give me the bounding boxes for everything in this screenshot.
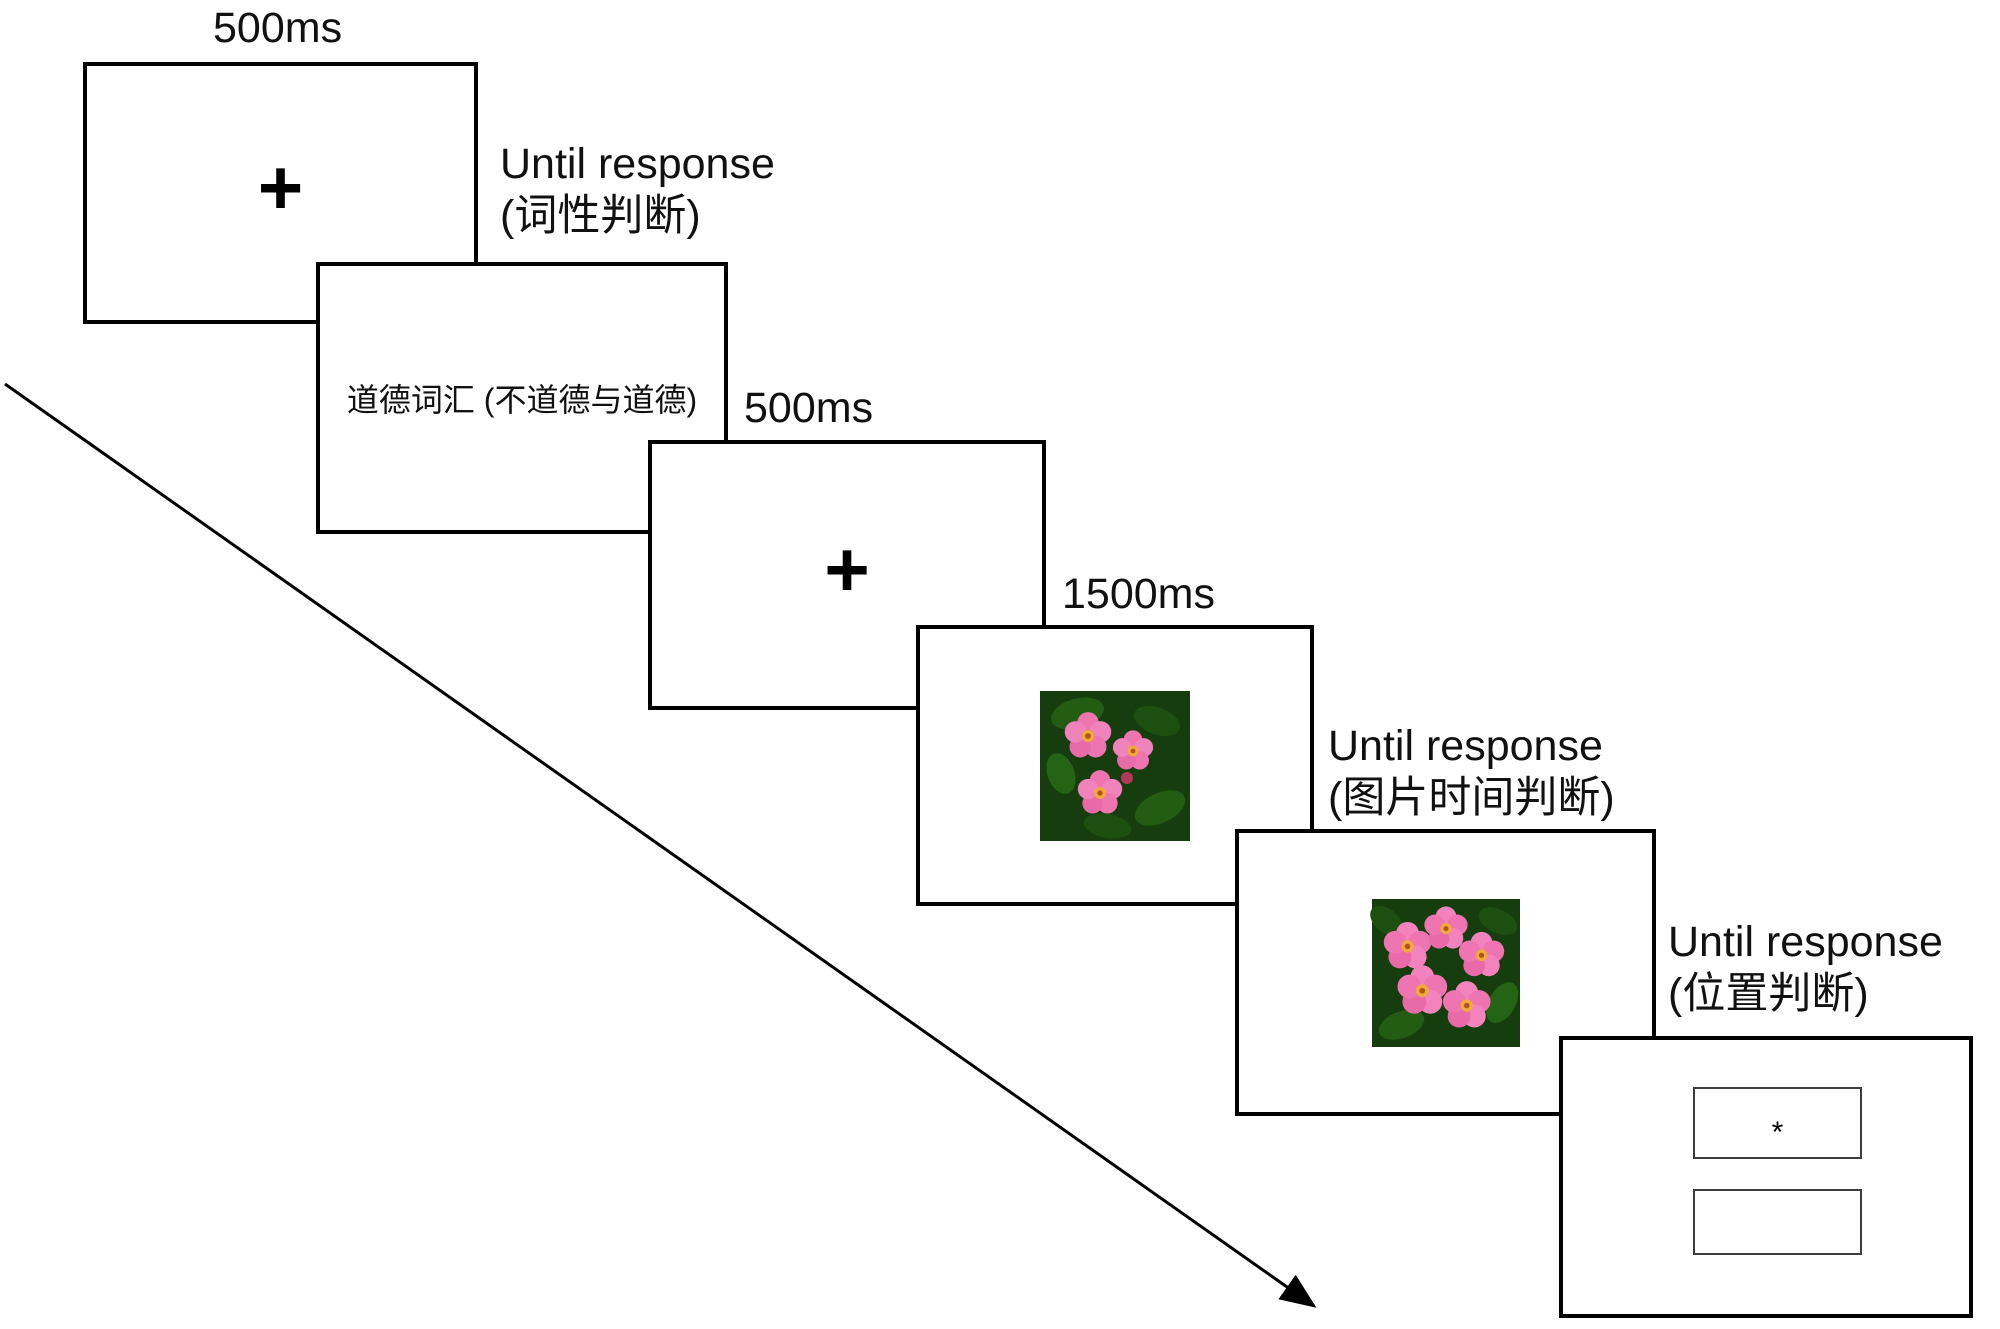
flower-photo-1 <box>1040 690 1190 841</box>
timing-label-line1: Until response <box>1668 918 1943 966</box>
timing-label-line2: (图片时间判断) <box>1328 774 1615 823</box>
timing-label-picture-2: Until response (图片时间判断) <box>1328 720 1615 825</box>
screen-location-judgment: * <box>1559 1036 1973 1318</box>
flower-photo-2 <box>1369 898 1520 1047</box>
timing-label-line1: Until response <box>1328 722 1603 770</box>
screen-fixation-2: + <box>648 440 1046 710</box>
response-box-bottom <box>1693 1189 1862 1255</box>
moral-word-stimulus: 道德词汇 (不道德与道德) <box>346 382 698 418</box>
timing-label-line2: (词性判断) <box>500 192 701 241</box>
timing-label-picture-1: 1500ms <box>1062 570 1215 618</box>
fixation-cross: + <box>824 525 870 613</box>
response-box-top: * <box>1693 1087 1862 1159</box>
timing-label-fixation-2: 500ms <box>744 384 874 432</box>
timing-label-fixation-1: 500ms <box>213 4 343 52</box>
screen-picture-1 <box>916 625 1314 906</box>
timing-label-line2: (位置判断) <box>1668 970 1869 1019</box>
timing-label-moral-word: Until response (词性判断) <box>500 138 775 243</box>
timing-label-location: Until response (位置判断) <box>1668 916 1943 1021</box>
fixation-cross: + <box>257 143 304 231</box>
timing-label-line1: Until response <box>500 140 775 188</box>
